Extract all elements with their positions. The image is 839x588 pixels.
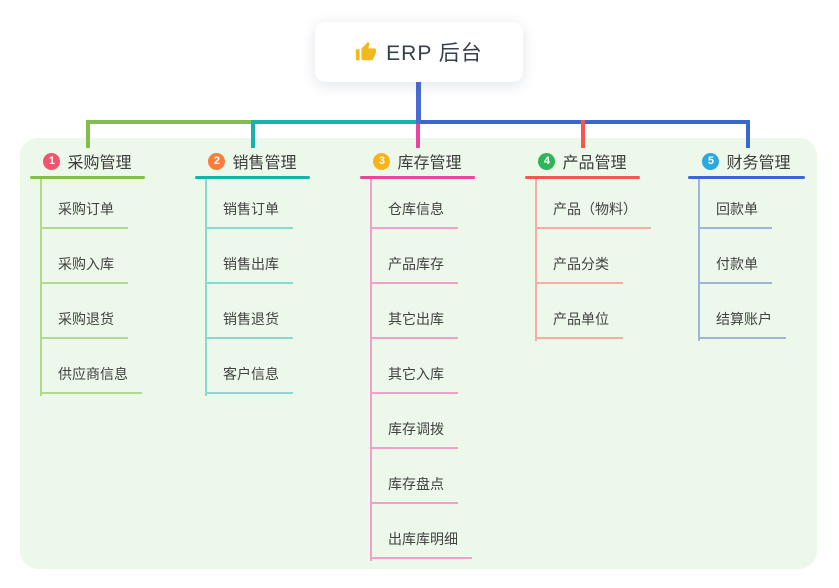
children-connector-line [40, 177, 42, 396]
branch-label: 库存管理 [397, 155, 462, 172]
child-node[interactable]: 产品库存 [370, 229, 458, 284]
branch-underline [30, 176, 145, 179]
children-connector-line [370, 177, 372, 561]
child-node-label: 库存盘点 [388, 476, 444, 492]
branches-panel [20, 138, 817, 569]
branch-children: 仓库信息产品库存其它出库其它入库库存调拨库存盘点出库库明细 [370, 174, 472, 559]
child-node[interactable]: 销售出库 [205, 229, 293, 284]
branch-heading-5[interactable]: 5 财务管理 [688, 148, 805, 174]
branch-heading-3[interactable]: 3 库存管理 [360, 148, 475, 174]
child-node-label: 出库库明细 [388, 531, 458, 547]
child-node-label: 付款单 [716, 256, 758, 272]
children-connector-line [698, 177, 700, 341]
child-node[interactable]: 仓库信息 [370, 174, 458, 229]
child-node-label: 产品单位 [553, 311, 609, 327]
branch-number-badge: 3 [373, 152, 391, 170]
child-node-label: 产品分类 [553, 256, 609, 272]
branch-children: 回款单付款单结算账户 [698, 174, 786, 339]
child-node-label: 采购订单 [58, 201, 114, 217]
branch-number-badge: 4 [538, 152, 556, 170]
child-node-label: 库存调拨 [388, 421, 444, 437]
branch-number-badge: 1 [43, 152, 61, 170]
trunk-connector [416, 82, 421, 124]
child-node-label: 供应商信息 [58, 366, 128, 382]
connector-horizontal-line [251, 120, 421, 124]
child-node-label: 销售出库 [223, 256, 279, 272]
child-node-label: 结算账户 [716, 311, 772, 327]
branch-children: 销售订单销售出库销售退货客户信息 [205, 174, 293, 394]
root-node[interactable]: ERP 后台 [315, 22, 523, 82]
child-node[interactable]: 其它出库 [370, 284, 458, 339]
connector-drop-line [86, 120, 90, 148]
child-node-label: 销售退货 [223, 311, 279, 327]
child-node[interactable]: 销售退货 [205, 284, 293, 339]
child-node-label: 采购退货 [58, 311, 114, 327]
child-node[interactable]: 产品分类 [535, 229, 623, 284]
child-node[interactable]: 销售订单 [205, 174, 293, 229]
branch-heading-4[interactable]: 4 产品管理 [525, 148, 640, 174]
branch-children: 产品（物料） 产品分类产品单位 [535, 174, 651, 339]
child-node-label: 其它入库 [388, 366, 444, 382]
branch-number-badge: 2 [208, 152, 226, 170]
children-connector-line [535, 177, 537, 341]
child-node[interactable]: 回款单 [698, 174, 772, 229]
child-node-label: 其它出库 [388, 311, 444, 327]
branch-label: 采购管理 [67, 155, 132, 172]
child-node[interactable]: 采购退货 [40, 284, 128, 339]
branch-underline [688, 176, 805, 179]
child-node-label: 回款单 [716, 201, 758, 217]
child-node[interactable]: 结算账户 [698, 284, 786, 339]
connector-drop-line [746, 120, 750, 148]
child-node-label: 产品（物料） [553, 201, 637, 217]
branch-children: 采购订单采购入库采购退货供应商信息 [40, 174, 142, 394]
branch-heading-1[interactable]: 1 采购管理 [30, 148, 145, 174]
child-node-label: 销售订单 [223, 201, 279, 217]
branch-underline [360, 176, 475, 179]
branch-label: 产品管理 [562, 155, 627, 172]
branch-number-badge: 5 [702, 152, 720, 170]
child-node[interactable]: 产品单位 [535, 284, 623, 339]
child-node[interactable]: 采购入库 [40, 229, 128, 284]
branch-label: 销售管理 [232, 155, 297, 172]
branch-underline [195, 176, 310, 179]
child-node[interactable]: 出库库明细 [370, 504, 472, 559]
child-node[interactable]: 客户信息 [205, 339, 293, 394]
connector-horizontal-line [86, 120, 255, 124]
child-node[interactable]: 库存盘点 [370, 449, 458, 504]
child-node-label: 客户信息 [223, 366, 279, 382]
child-node-label: 产品库存 [388, 256, 444, 272]
children-connector-line [205, 177, 207, 396]
child-node-label: 采购入库 [58, 256, 114, 272]
root-title: ERP 后台 [386, 42, 483, 65]
child-node-label: 仓库信息 [388, 201, 444, 217]
child-node[interactable]: 其它入库 [370, 339, 458, 394]
child-node[interactable]: 供应商信息 [40, 339, 142, 394]
child-node[interactable]: 付款单 [698, 229, 772, 284]
child-node[interactable]: 库存调拨 [370, 394, 458, 449]
connector-drop-line [581, 120, 585, 148]
child-node[interactable]: 产品（物料） [535, 174, 651, 229]
connector-drop-line [251, 120, 255, 148]
branch-heading-2[interactable]: 2 销售管理 [195, 148, 310, 174]
connector-drop-line [416, 120, 420, 148]
child-node[interactable]: 采购订单 [40, 174, 128, 229]
branch-label: 财务管理 [726, 155, 791, 172]
thumbs-up-icon [356, 41, 377, 61]
branch-underline [525, 176, 640, 179]
